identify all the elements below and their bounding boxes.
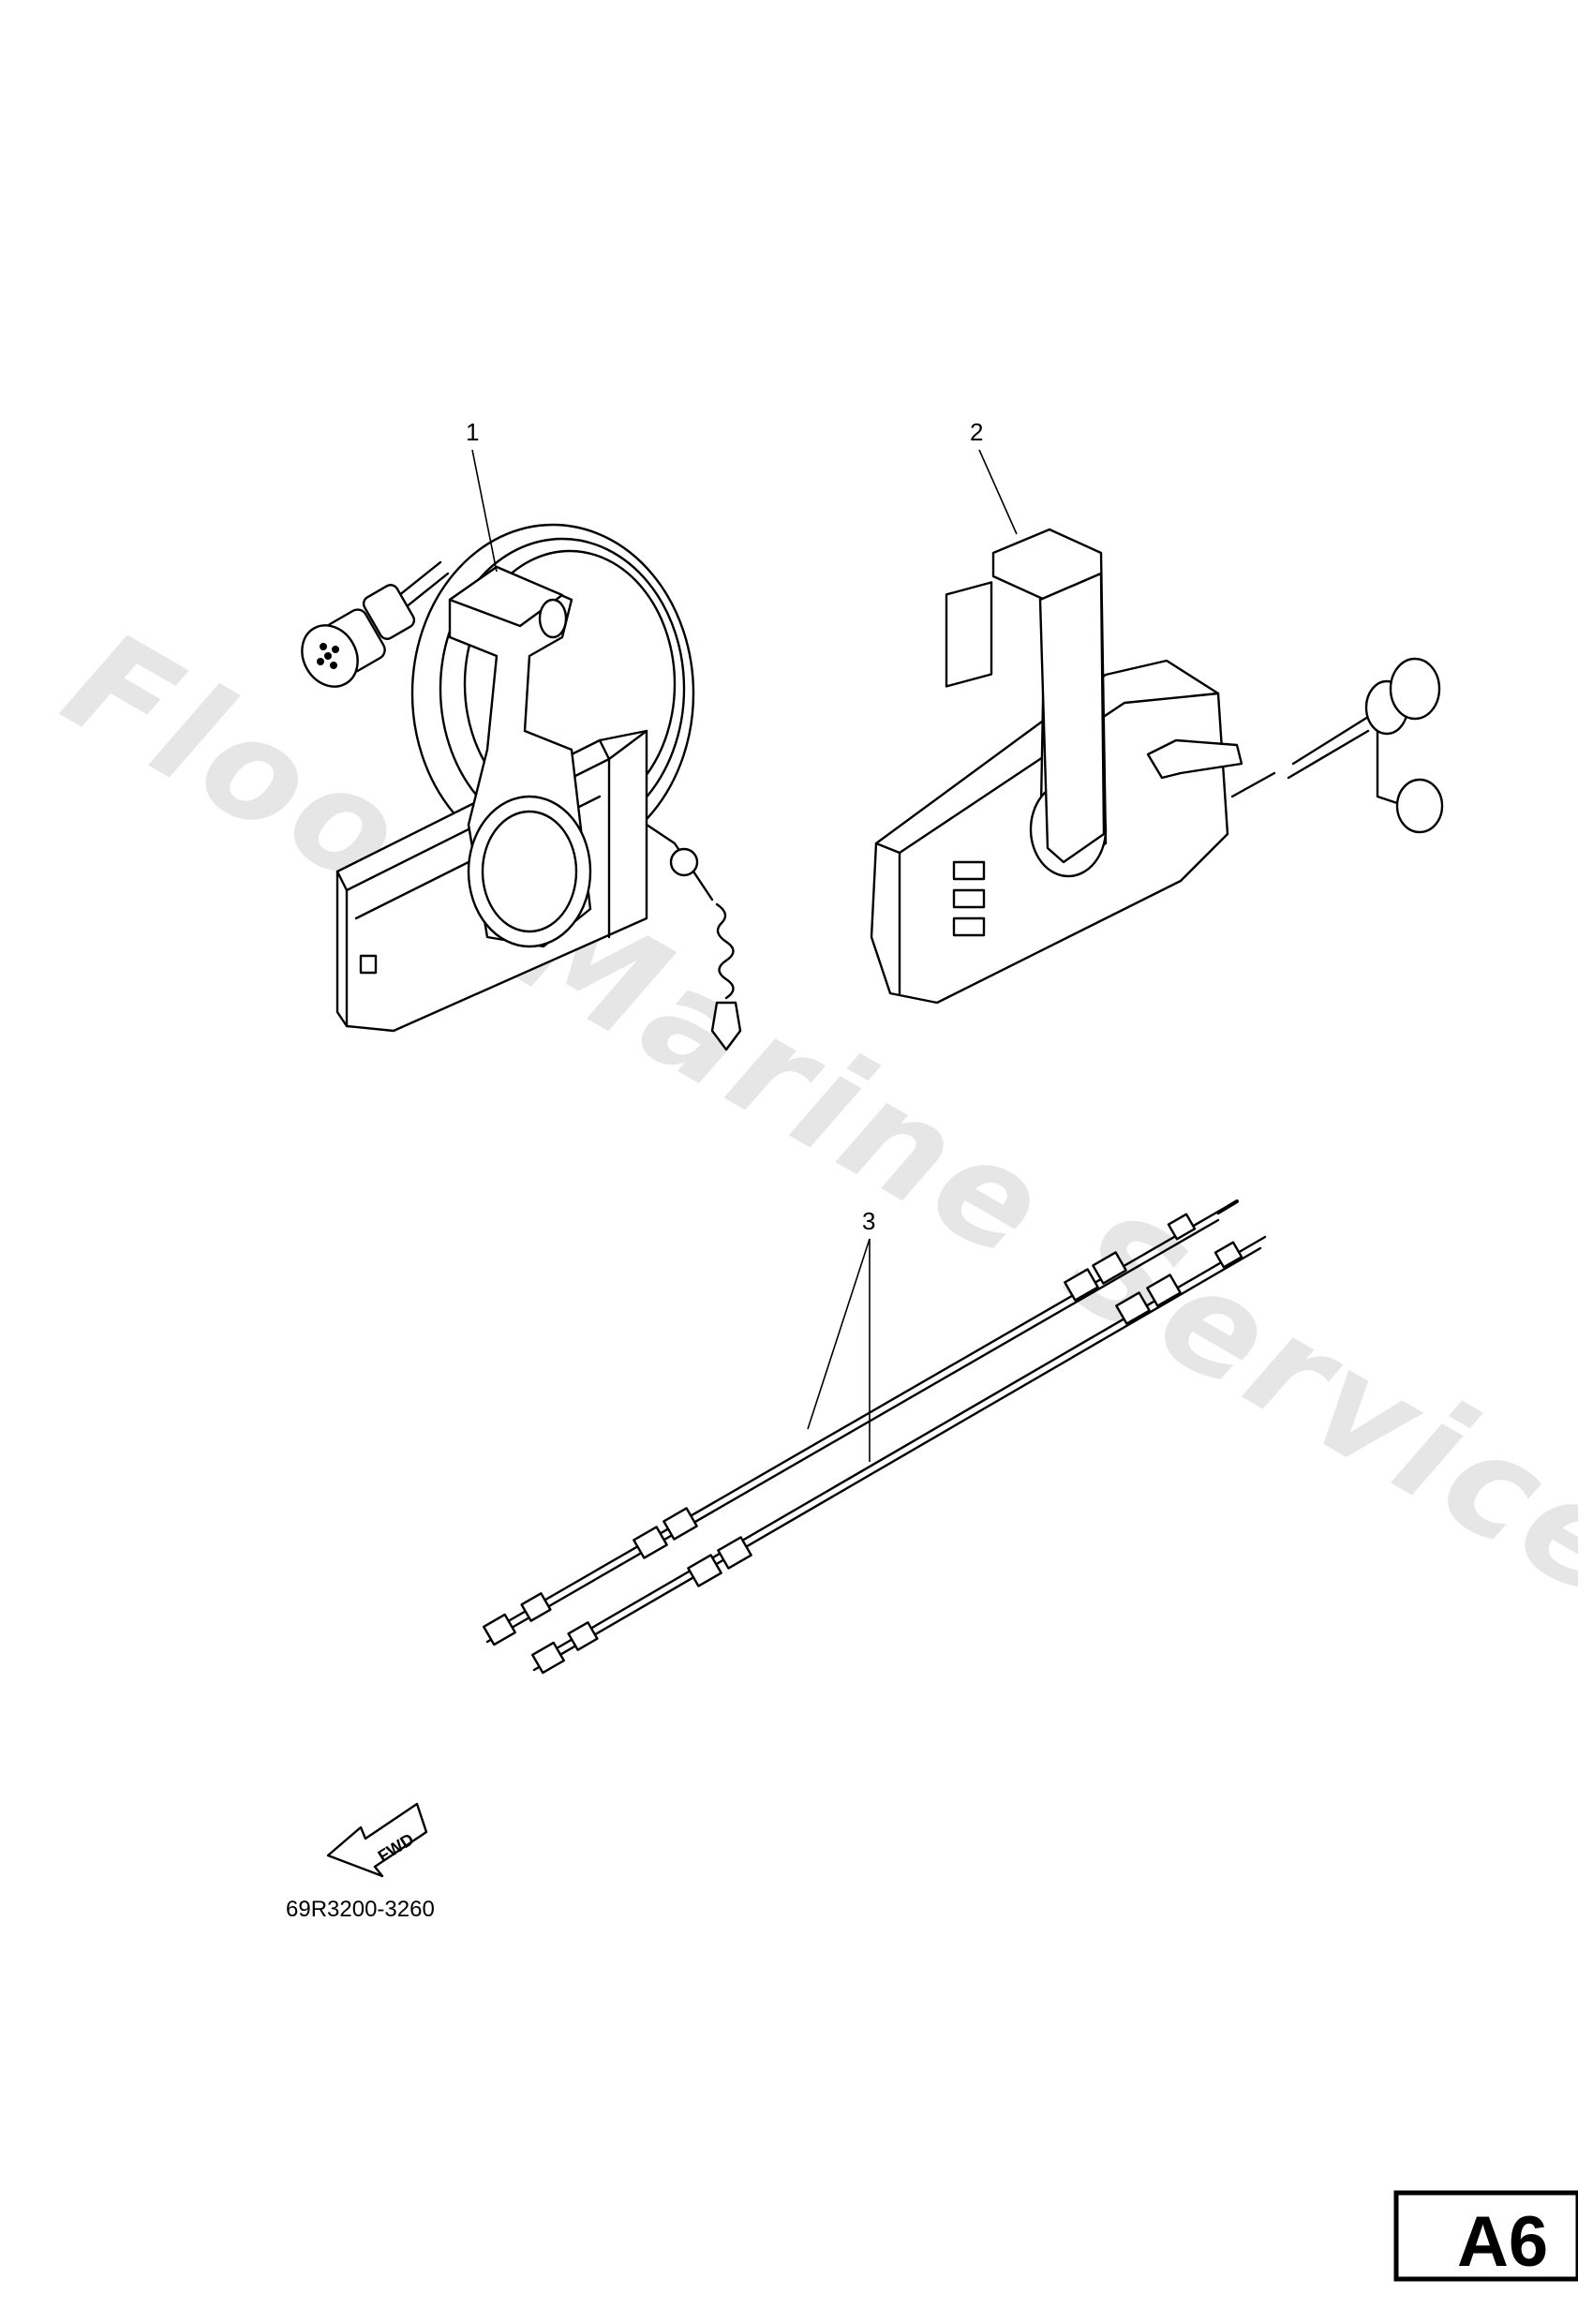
watermark-text: Flood Marine Services <box>39 600 1578 1676</box>
callout-1-label: 1 <box>466 418 479 446</box>
remote-control-box-2 <box>870 528 1444 1005</box>
callout-2: 2 <box>970 418 1018 535</box>
remote-control-box-1 <box>301 523 742 1051</box>
fwd-arrow-icon: FWD <box>326 1802 428 1878</box>
part-number-range: 69R3200-3260 <box>286 1897 435 1922</box>
callout-3: 3 <box>807 1207 875 1462</box>
harness-connector-icon <box>301 584 416 688</box>
page-id-box: A6 <box>1393 2190 1578 2282</box>
control-cables-3 <box>483 1199 1267 1675</box>
callout-3-label: 3 <box>862 1207 875 1235</box>
callout-1: 1 <box>466 418 498 573</box>
callout-2-label: 2 <box>970 418 983 446</box>
harness-connector-2-icon <box>1364 657 1444 834</box>
page-id: A6 <box>1457 2202 1548 2282</box>
